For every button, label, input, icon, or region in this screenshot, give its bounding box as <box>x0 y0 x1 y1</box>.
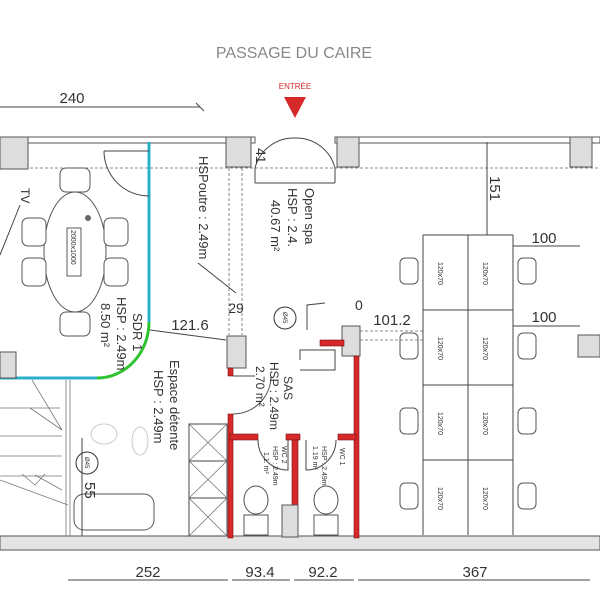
desk-label: 120x70 <box>481 487 488 510</box>
entrance-door[interactable] <box>254 137 336 184</box>
svg-text:240: 240 <box>59 90 84 107</box>
sas-name: SAS <box>281 376 295 400</box>
meeting-room: 2000x1000 TV SDR 1 HSP : 2.49m 8.50 m² <box>0 142 151 380</box>
entrance-label: ENTRÉE <box>279 82 311 91</box>
wc1-area: 1.19 m² <box>311 446 318 470</box>
wc2-height: HSP : 2.49m <box>271 446 278 486</box>
table-size-label: 2000x1000 <box>69 230 76 265</box>
lounge-area: Espace détente HSP : 2.49m 55 <box>73 360 182 536</box>
chair <box>103 217 129 247</box>
svg-text:100: 100 <box>531 230 556 247</box>
chair <box>59 167 91 193</box>
sas-height: HSP : 2.49m <box>267 362 281 430</box>
wc1-height: HSP : 2.49m <box>320 446 327 486</box>
chair <box>21 217 47 247</box>
svg-text:HSP : 2.4.: HSP : 2.4. <box>285 188 300 247</box>
chair <box>103 257 129 287</box>
svg-text:367: 367 <box>462 564 487 581</box>
entrance-arrow-icon <box>284 97 306 118</box>
street-name: PASSAGE DU CAIRE <box>216 45 372 62</box>
desk-label: 120x70 <box>481 412 488 435</box>
armchair <box>73 493 155 531</box>
dimension-55: 55 <box>81 482 98 499</box>
right-dimensions: 151 100 100 101.2 <box>360 142 580 341</box>
sas-area: 2.70 m² <box>253 366 267 407</box>
desk-label: 120x70 <box>481 337 488 360</box>
dimension-29: 29 <box>228 300 244 316</box>
svg-text:101.2: 101.2 <box>373 312 411 329</box>
wc2-name: WC 2 <box>280 446 287 464</box>
room-area: 8.50 m² <box>98 303 113 348</box>
chair <box>59 311 91 337</box>
dimension-0: 0 <box>355 297 363 313</box>
desk-label: 120x70 <box>481 262 488 285</box>
svg-text:40.67 m²: 40.67 m² <box>268 200 283 252</box>
svg-text:Ø45: Ø45 <box>83 457 89 469</box>
svg-text:92.2: 92.2 <box>308 564 337 581</box>
beam-height-label: HSPoutre : 2.49m <box>196 156 211 259</box>
outer-walls <box>0 136 600 551</box>
open-space-label: Open spa HSP : 2.4. 40.67 m² <box>268 188 317 252</box>
storage-units <box>188 423 228 537</box>
staircase <box>0 379 71 536</box>
svg-text:93.4: 93.4 <box>245 564 274 581</box>
desk-grid: 120x70 120x70 120x70 120x70 120x70 120x7… <box>399 234 537 535</box>
svg-text:Open spa: Open spa <box>302 188 317 245</box>
wc1-name: WC 1 <box>338 448 345 466</box>
door-width-dimension: 41 <box>253 148 269 164</box>
svg-text:100: 100 <box>531 309 556 326</box>
room-name: SDR 1 <box>130 313 145 351</box>
bottom-dimensions: 252 93.4 92.2 367 <box>68 564 590 581</box>
chair <box>21 257 47 287</box>
svg-text:HSP : 2.49m: HSP : 2.49m <box>151 370 166 443</box>
svg-text:252: 252 <box>135 564 160 581</box>
svg-text:151: 151 <box>486 176 503 201</box>
desk-label: 120x70 <box>436 487 443 510</box>
wc2-area: 1.1. m² <box>262 452 269 474</box>
desk-label: 120x70 <box>436 412 443 435</box>
desk-label: 120x70 <box>436 262 443 285</box>
dimension-121-6: 121.6 <box>171 317 209 334</box>
turning-circle-icon: Ø45 <box>273 306 297 330</box>
sanitary-block: SAS HSP : 2.49m 2.70 m² WC 2 HSP : 2.49m… <box>226 325 361 539</box>
dimension-240: 240 <box>0 90 205 112</box>
svg-text:Ø45: Ø45 <box>281 312 287 324</box>
desk-label: 120x70 <box>436 337 443 360</box>
room-height: HSP : 2.49m <box>114 297 129 370</box>
meeting-door <box>103 150 150 197</box>
turning-circle-icon: Ø45 <box>75 451 99 475</box>
tv-label: TV <box>18 188 32 203</box>
svg-text:Espace détente: Espace détente <box>167 360 182 450</box>
